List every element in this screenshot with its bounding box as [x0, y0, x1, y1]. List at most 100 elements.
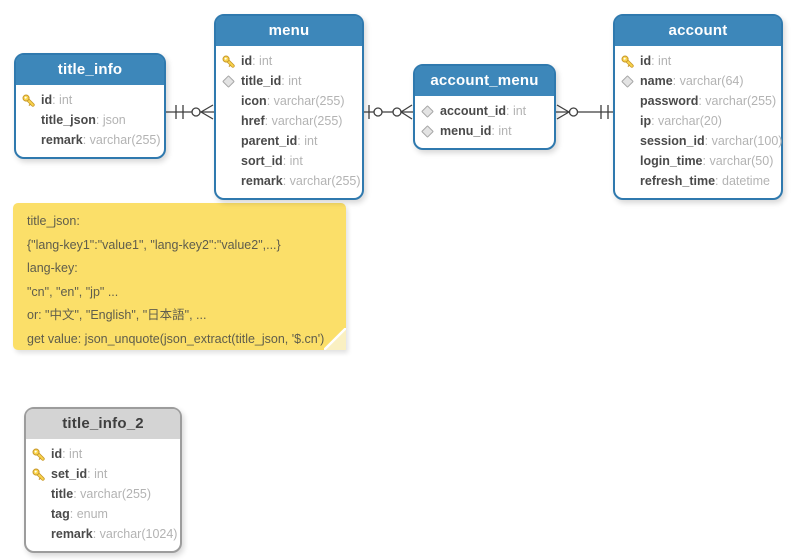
note-line: or: "中文", "English", "日本語", ... — [27, 308, 207, 322]
relationship-title_info-menu — [166, 104, 214, 120]
note-line: get value: json_unquote(json_extract(tit… — [27, 331, 325, 346]
field-name: id — [640, 54, 652, 68]
field-name: id — [241, 54, 253, 68]
field-type: : json — [95, 113, 126, 127]
field-type: : varchar(255) — [82, 133, 161, 147]
field-type: : int — [297, 134, 318, 148]
index-diamond-icon — [415, 124, 440, 138]
field-row-title_json: title_json: json — [16, 110, 162, 130]
field-type: : varchar(255) — [266, 94, 345, 108]
field-type: : varchar(20) — [651, 114, 722, 128]
field-row-remark: remark: varchar(1024) — [26, 524, 178, 544]
field-type: : int — [62, 447, 83, 461]
field-name: tag — [51, 507, 70, 521]
diamond-glyph — [621, 74, 634, 88]
field-row-title_id: title_id: int — [216, 71, 360, 91]
relationship-account_menu-account — [556, 104, 613, 120]
field-name: href — [241, 114, 265, 128]
field-name: title — [51, 487, 74, 501]
diamond-glyph — [222, 74, 235, 88]
field-row-icon: icon: varchar(255) — [216, 91, 360, 111]
field-name: ip — [640, 114, 652, 128]
field-row-id: id: int — [216, 51, 360, 71]
index-diamond-icon — [216, 74, 241, 88]
field-name: password — [640, 94, 699, 108]
primary-key-icon — [26, 448, 51, 461]
field-type: : varchar(1024) — [92, 527, 178, 541]
field-name: id — [51, 447, 63, 461]
primary-key-icon — [222, 55, 235, 68]
field-row-parent_id: parent_id: int — [216, 131, 360, 151]
table-title-account[interactable]: account — [615, 16, 781, 46]
field-type: : varchar(255) — [73, 487, 152, 501]
field-row-ip: ip: varchar(20) — [615, 111, 779, 131]
note-line: lang-key: — [27, 261, 78, 275]
field-name: title_id — [241, 74, 282, 88]
index-diamond-icon — [415, 104, 440, 118]
field-type: : enum — [69, 507, 108, 521]
table-title-account_menu[interactable]: account_menu — [415, 66, 554, 96]
field-row-id: id: int — [26, 444, 178, 464]
field-row-login_time: login_time: varchar(50) — [615, 151, 779, 171]
relationship-menu-account_menu — [364, 104, 413, 120]
note-line: "cn", "en", "jp" ... — [27, 284, 119, 299]
field-row-sort_id: sort_id: int — [216, 151, 360, 171]
field-type: : int — [491, 124, 512, 138]
field-row-menu_id: menu_id: int — [415, 121, 552, 141]
field-row-title: title: varchar(255) — [26, 484, 178, 504]
field-row-id: id: int — [615, 51, 779, 71]
field-row-name: name: varchar(64) — [615, 71, 779, 91]
field-name: parent_id — [241, 134, 298, 148]
field-name: name — [640, 74, 673, 88]
field-row-set_id: set_id: int — [26, 464, 178, 484]
field-type: : varchar(255) — [264, 114, 343, 128]
field-row-refresh_time: refresh_time: datetime — [615, 171, 779, 191]
field-name: title_json — [41, 113, 96, 127]
note-line: {"lang-key1":"value1", "lang-key2":"valu… — [27, 237, 281, 252]
primary-key-icon — [26, 468, 51, 481]
primary-key-icon — [216, 55, 241, 68]
sticky-note-text: title_json: {"lang-key1":"value1", "lang-… — [27, 210, 332, 350]
field-type: : int — [52, 93, 73, 107]
primary-key-icon — [32, 448, 45, 461]
primary-key-icon — [621, 55, 634, 68]
field-type: : varchar(100) — [704, 134, 783, 148]
field-row-href: href: varchar(255) — [216, 111, 360, 131]
field-name: login_time — [640, 154, 703, 168]
field-type: : int — [651, 54, 672, 68]
note-line: title_json: — [27, 214, 80, 228]
table-title-menu[interactable]: menu — [216, 16, 362, 46]
field-name: remark — [51, 527, 93, 541]
field-row-tag: tag: enum — [26, 504, 178, 524]
field-type: : varchar(255) — [282, 174, 361, 188]
table-title-title_info_2[interactable]: title_info_2 — [26, 409, 180, 439]
field-type: : varchar(50) — [702, 154, 774, 168]
field-name: menu_id — [440, 124, 492, 138]
field-type: : varchar(64) — [672, 74, 744, 88]
field-row-id: id: int — [16, 90, 162, 110]
field-name: session_id — [640, 134, 705, 148]
field-name: id — [41, 93, 53, 107]
field-row-remark: remark: varchar(255) — [216, 171, 361, 191]
primary-key-icon — [615, 55, 640, 68]
note-fold-corner — [324, 328, 346, 350]
field-row-remark: remark: varchar(255) — [16, 130, 162, 150]
field-name: icon — [241, 94, 267, 108]
table-title-title_info[interactable]: title_info — [16, 55, 164, 85]
field-type: : int — [506, 104, 527, 118]
sticky-note[interactable]: title_json: {"lang-key1":"value1", "lang-… — [13, 203, 346, 350]
field-type: : int — [282, 154, 303, 168]
primary-key-icon — [22, 94, 35, 107]
field-row-password: password: varchar(255) — [615, 91, 779, 111]
